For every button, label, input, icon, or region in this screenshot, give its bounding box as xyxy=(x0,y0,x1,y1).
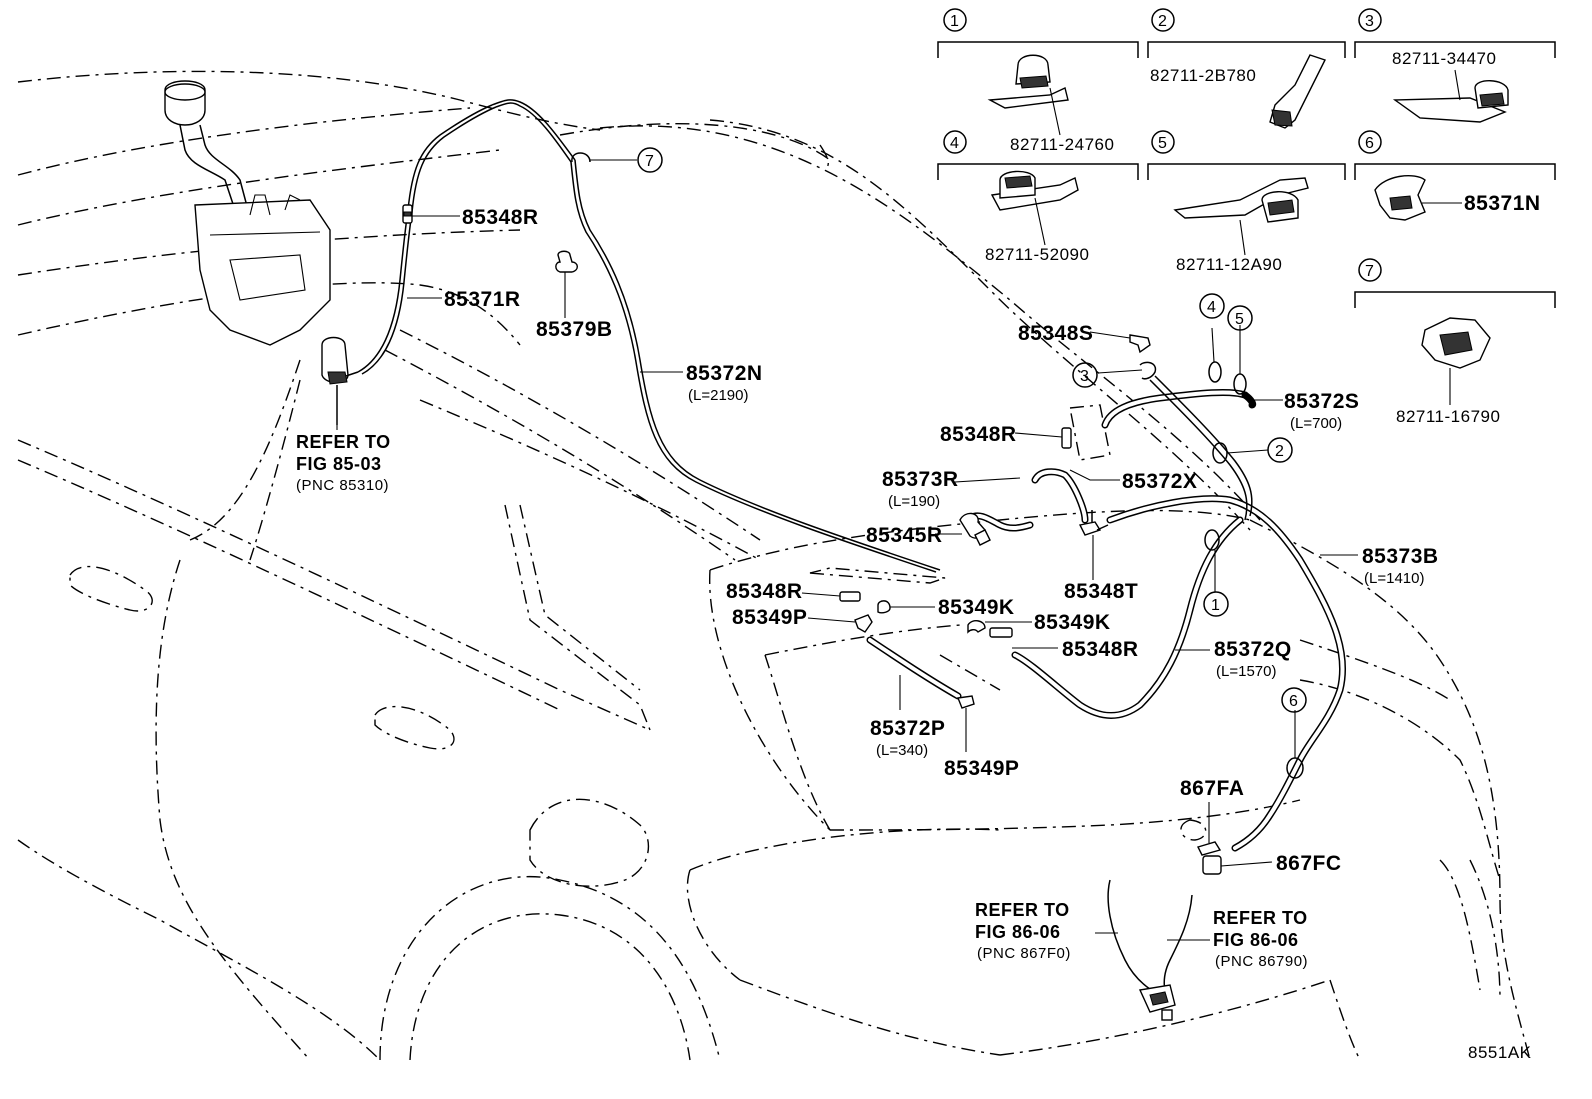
label-85349K-right: 85349K xyxy=(1034,611,1111,634)
ref-fig-86-06-a-line1: REFER TO xyxy=(975,900,1070,920)
part-labels: 85348R 85371R 85379B 85372N (L=2190) 853… xyxy=(444,206,1439,875)
inset-part-82711-16790: 82711-16790 xyxy=(1396,407,1500,426)
label-85371R: 85371R xyxy=(444,288,521,311)
vehicle-outline xyxy=(17,70,1531,1061)
label-85348S: 85348S xyxy=(1018,322,1093,345)
ref-fig-86-06-b-line2: FIG 86-06 xyxy=(1213,930,1299,950)
label-85379B: 85379B xyxy=(536,318,613,341)
label-85372Q-length: (L=1570) xyxy=(1216,663,1276,680)
ref-fig-86-06-a-line2: FIG 86-06 xyxy=(975,922,1061,942)
fittings xyxy=(402,152,1304,1021)
label-85372N: 85372N xyxy=(686,362,763,385)
callout-1: 1 xyxy=(1211,597,1220,614)
label-85372P-length: (L=340) xyxy=(876,742,928,759)
inset-callout-1: 1 xyxy=(950,13,959,30)
callout-7: 7 xyxy=(645,153,654,170)
hoses xyxy=(357,99,1347,852)
callout-4: 4 xyxy=(1207,299,1216,316)
inset-callout-7: 7 xyxy=(1365,263,1374,280)
label-85348R-right: 85348R xyxy=(1062,638,1139,661)
label-85372Q: 85372Q xyxy=(1214,638,1292,661)
label-85373B: 85373B xyxy=(1362,545,1439,568)
reference-notes: REFER TO FIG 85-03 (PNC 85310) REFER TO … xyxy=(296,432,1308,970)
label-85348R-mid: 85348R xyxy=(940,423,1017,446)
inset-callout-2: 2 xyxy=(1158,13,1167,30)
label-867FC: 867FC xyxy=(1276,852,1342,875)
washer-tank xyxy=(164,80,331,346)
callout-3: 3 xyxy=(1080,368,1089,385)
leader-lines xyxy=(336,159,1358,941)
label-85349P: 85349P xyxy=(732,606,807,629)
ref-fig-85-03-line1: REFER TO xyxy=(296,432,391,452)
label-85372S: 85372S xyxy=(1284,390,1359,413)
callout-2: 2 xyxy=(1275,443,1284,460)
label-85345R: 85345R xyxy=(866,524,943,547)
inset-part-82711-34470: 82711-34470 xyxy=(1392,49,1496,68)
label-85348R: 85348R xyxy=(462,206,539,229)
label-85373R: 85373R xyxy=(882,468,959,491)
inset-part-82711-2B780: 82711-2B780 xyxy=(1150,66,1256,85)
inset-callout-4: 4 xyxy=(950,135,959,152)
inset-part-82711-24760: 82711-24760 xyxy=(1010,135,1114,154)
label-85372S-length: (L=700) xyxy=(1290,415,1342,432)
label-85349P-lower: 85349P xyxy=(944,757,1019,780)
diagram-code: 8551AK xyxy=(1468,1043,1532,1062)
inset-part-82711-52090: 82711-52090 xyxy=(985,245,1089,264)
ref-fig-85-03-pnc: (PNC 85310) xyxy=(296,477,389,494)
label-85372P: 85372P xyxy=(870,717,945,740)
label-85373B-length: (L=1410) xyxy=(1364,570,1424,587)
inset-callout-6: 6 xyxy=(1365,135,1374,152)
ref-fig-86-06-a-pnc: (PNC 867F0) xyxy=(977,945,1071,962)
inset-part-85371N: 85371N xyxy=(1464,192,1541,215)
callout-6: 6 xyxy=(1289,693,1298,710)
label-85372N-length: (L=2190) xyxy=(688,387,748,404)
washer-pump xyxy=(321,336,359,425)
inset-part-82711-12A90: 82711-12A90 xyxy=(1176,255,1282,274)
clip-inset-panel: 1 82711-24760 2 82711-2B780 3 82711-3447… xyxy=(937,8,1556,426)
ref-fig-86-06-b-pnc: (PNC 86790) xyxy=(1215,953,1308,970)
label-85373R-length: (L=190) xyxy=(888,493,940,510)
label-85349K: 85349K xyxy=(938,596,1015,619)
label-85372X: 85372X xyxy=(1122,470,1197,493)
label-867FA: 867FA xyxy=(1180,777,1244,800)
inset-callout-3: 3 xyxy=(1365,13,1374,30)
callout-5: 5 xyxy=(1235,311,1244,328)
label-85348T: 85348T xyxy=(1064,580,1138,603)
ref-fig-86-06-b-line1: REFER TO xyxy=(1213,908,1308,928)
label-85348R-lower: 85348R xyxy=(726,580,803,603)
callouts-main: 7 3 4 5 2 1 6 xyxy=(637,147,1307,713)
ref-fig-85-03-line2: FIG 85-03 xyxy=(296,454,382,474)
inset-callout-5: 5 xyxy=(1158,135,1167,152)
